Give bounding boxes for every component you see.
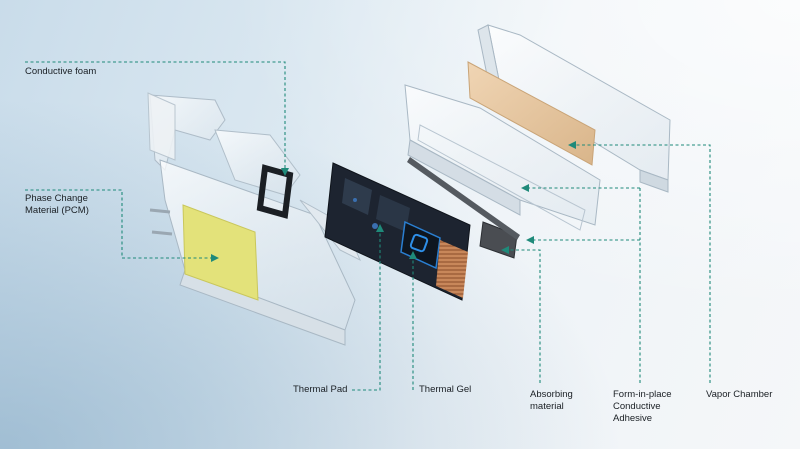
pcm-pad (182, 204, 259, 301)
arrow-down-icon (281, 168, 289, 176)
leader-pcm (25, 189, 215, 259)
absorbing-material-pad (479, 221, 518, 259)
arrow-up-icon (409, 251, 417, 259)
leader-fip-adhesive-lower (530, 239, 641, 383)
label-thermal-gel: Thermal Gel (419, 384, 472, 395)
arrow-right-icon (211, 254, 219, 262)
arrow-left-icon (526, 236, 534, 244)
leader-vapor-chamber (572, 144, 711, 383)
label-vapor-chamber: Vapor Chamber (706, 389, 773, 400)
middle-frame (404, 84, 601, 231)
vapor-chamber-plate (467, 61, 596, 166)
label-pcm: Phase Change Material (PCM) (25, 193, 89, 216)
leader-thermal-pad (352, 228, 381, 391)
arrow-left-icon (501, 246, 509, 254)
label-absorbing-material: Absorbing material (530, 389, 573, 412)
label-conductive-foam: Conductive foam (25, 66, 97, 77)
fip-adhesive-strip (407, 157, 520, 240)
screw-icon (149, 208, 171, 214)
arrow-left-icon (568, 141, 576, 149)
label-fip-adhesive: Form-in-place Conductive Adhesive (613, 389, 672, 424)
conductive-foam-gasket (256, 164, 294, 219)
leader-conductive-foam (25, 61, 286, 172)
leader-absorbing-material (505, 249, 541, 383)
thermal-pad-copper (436, 240, 468, 298)
label-thermal-pad: Thermal Pad (293, 384, 348, 395)
leader-lines (25, 61, 711, 391)
arrow-left-icon (521, 184, 529, 192)
screw-icon (151, 230, 173, 236)
bottom-housing (147, 92, 361, 346)
ssd-pcb (324, 162, 471, 301)
arrow-up-icon (376, 224, 384, 232)
leader-arrowheads (211, 141, 576, 262)
